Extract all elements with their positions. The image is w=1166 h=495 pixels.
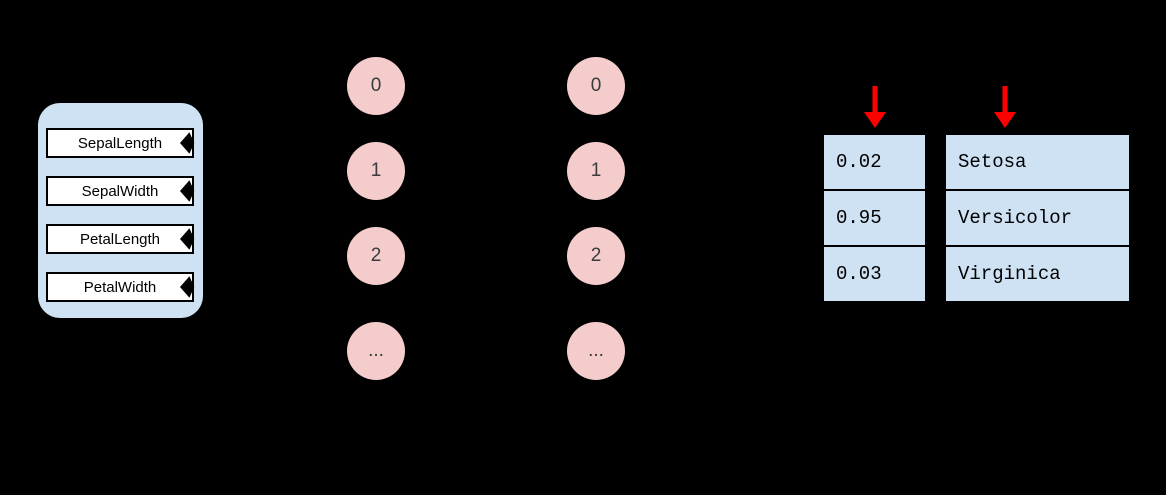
feature-box-sepal-width: SepalWidth <box>46 176 195 206</box>
hidden2-node-more: ... <box>567 322 625 380</box>
down-arrow-icon <box>994 86 1016 128</box>
probability-cell: 0.03 <box>836 263 882 285</box>
class-label-cell: Virginica <box>958 263 1061 285</box>
feature-label: SepalWidth <box>81 182 159 200</box>
hidden1-node-2: 2 <box>347 227 405 285</box>
class-labels-table: Setosa Versicolor Virginica <box>944 133 1131 303</box>
hidden2-node-0: 0 <box>567 57 625 115</box>
feature-label: PetalWidth <box>83 278 157 296</box>
class-label-cell: Setosa <box>946 135 1129 191</box>
probability-cell: 0.02 <box>824 135 925 191</box>
feature-box-sepal-length: SepalLength <box>46 128 195 158</box>
hidden1-node-more: ... <box>347 322 405 380</box>
feature-box-petal-width: PetalWidth <box>46 272 195 302</box>
class-label-cell: Versicolor <box>946 191 1129 247</box>
probability-cell: 0.95 <box>824 191 925 247</box>
feature-label: PetalLength <box>79 230 161 248</box>
feature-label: SepalLength <box>77 134 163 152</box>
hidden2-node-1: 1 <box>567 142 625 200</box>
arrowheads-icon <box>180 228 195 250</box>
hidden1-node-0: 0 <box>347 57 405 115</box>
probabilities-table: 0.02 0.95 0.03 <box>822 133 927 303</box>
feature-box-petal-length: PetalLength <box>46 224 195 254</box>
arrowheads-icon <box>180 132 195 154</box>
arrowheads-icon <box>180 180 195 202</box>
hidden1-node-1: 1 <box>347 142 405 200</box>
input-features-panel: SepalLength SepalWidth PetalLength <box>38 103 203 318</box>
hidden2-node-2: 2 <box>567 227 625 285</box>
down-arrow-icon <box>864 86 886 128</box>
arrowheads-icon <box>180 276 195 298</box>
